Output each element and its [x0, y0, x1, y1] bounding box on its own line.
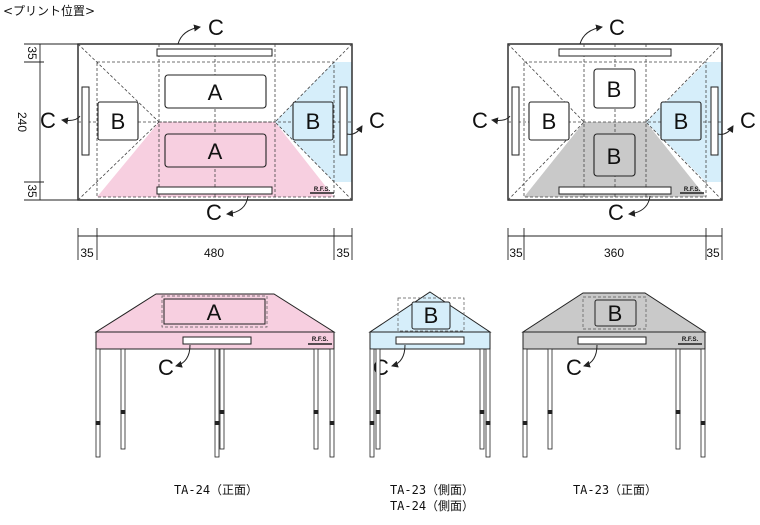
label-c: C [608, 200, 624, 225]
ta24-area-b-right [292, 101, 334, 141]
ta23-plan: B B B B R.F.S. C C C C [472, 15, 756, 225]
dim-right: 35 [336, 246, 350, 260]
dim-width: 480 [204, 246, 224, 260]
side-legs [369, 348, 491, 458]
caption-side-line1: TA-23（側面） [390, 483, 474, 497]
logo-text: R.F.S. [312, 337, 329, 343]
label-b: B [608, 301, 623, 326]
ta24-plan: A A B B R.F.S. C C C C [40, 15, 385, 225]
label-c: C [373, 355, 389, 380]
label-c: C [740, 108, 756, 133]
ta23-strip-right [710, 86, 719, 156]
ta24-area-b-left [97, 101, 139, 141]
ta23-front-legs [522, 348, 706, 458]
ta23-front-strip [577, 336, 647, 345]
label-c: C [208, 15, 224, 40]
dim-left: 35 [509, 246, 523, 260]
label-a: A [208, 139, 223, 164]
caption-side-line2: TA-24（側面） [390, 499, 474, 513]
ta24-strip-right [339, 86, 348, 156]
label-c: C [609, 15, 625, 40]
side-tent: B C [368, 291, 492, 380]
ta24-front-tent: A R.F.S. C [94, 293, 336, 380]
dim-width: 360 [604, 246, 624, 260]
label-b: B [607, 77, 622, 102]
logo-text: R.F.S. [682, 337, 699, 343]
label-b: B [306, 109, 321, 134]
label-c: C [566, 355, 582, 380]
ta23-horizontal-dimensions: 35 360 35 [507, 228, 723, 260]
ta24-area-a-top [164, 74, 267, 109]
ta24-vertical-dimensions: 35 240 35 [15, 43, 78, 201]
dim-left: 35 [80, 246, 94, 260]
ta24-front-area-a [163, 298, 266, 325]
ta23-front-tent: B R.F.S. C [521, 292, 707, 380]
ta24-strip-top [156, 48, 273, 57]
ta24-front-legs [95, 348, 335, 458]
ta23-area-b-left [528, 101, 570, 141]
page-title: <プリント位置> [3, 4, 96, 18]
label-c: C [40, 108, 56, 133]
ta23-area-b-bottom [593, 133, 636, 177]
label-c: C [206, 200, 222, 225]
ta24-strip-left [81, 86, 90, 156]
ta23-area-b-top [593, 68, 636, 109]
side-area-b [411, 301, 451, 330]
dim-bottom: 35 [25, 184, 39, 198]
label-b: B [424, 303, 439, 328]
label-b: B [607, 144, 622, 169]
label-b: B [111, 109, 126, 134]
logo-text: R.F.S. [314, 187, 331, 193]
ta24-horizontal-dimensions: 35 480 35 [77, 228, 353, 260]
label-a: A [207, 300, 222, 325]
ta23-area-b-right [660, 101, 702, 141]
label-c: C [472, 108, 488, 133]
label-b: B [674, 109, 689, 134]
ta24-area-a-bottom [164, 133, 267, 168]
ta23-strip-bottom [558, 186, 672, 195]
dim-right: 35 [706, 246, 720, 260]
side-strip [395, 336, 465, 345]
logo-text: R.F.S. [684, 187, 701, 193]
dim-top: 35 [25, 46, 39, 60]
dim-middle: 240 [15, 112, 29, 132]
ta23-front-area-b [594, 299, 637, 327]
ta24-strip-bottom [156, 186, 273, 195]
ta23-strip-top [558, 48, 672, 57]
label-c: C [369, 108, 385, 133]
caption-ta23-front: TA-23（正面） [573, 483, 657, 497]
ta23-strip-left [511, 86, 520, 156]
ta24-front-strip [182, 336, 252, 345]
label-a: A [208, 80, 223, 105]
caption-ta24-front: TA-24（正面） [174, 483, 258, 497]
label-c: C [158, 355, 174, 380]
label-b: B [542, 109, 557, 134]
